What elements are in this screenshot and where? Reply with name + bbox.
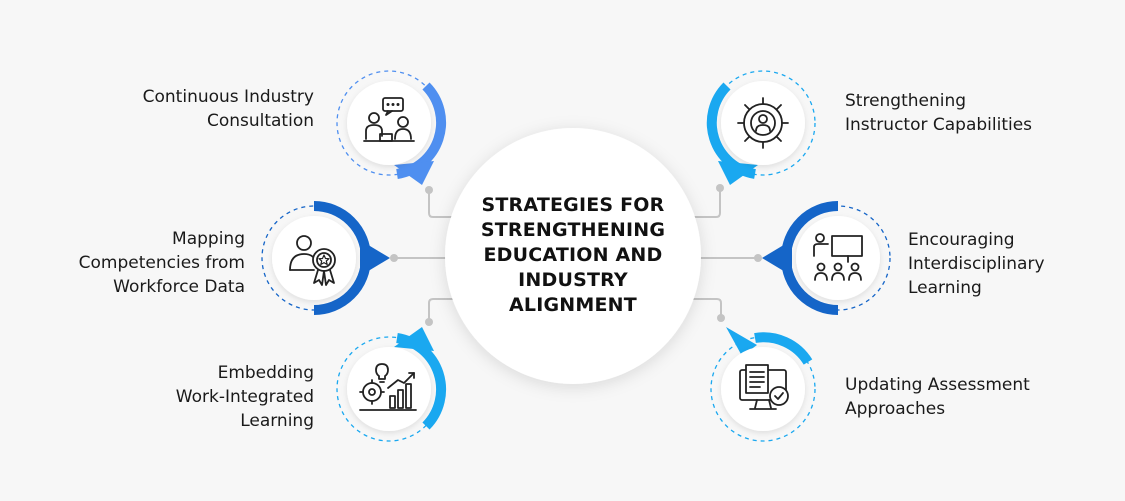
connector-bottom-left	[428, 298, 470, 322]
diagram-title: STRATEGIES FOR STRENGTHENING EDUCATION A…	[448, 160, 698, 350]
connectors	[394, 188, 758, 322]
node-consultation	[336, 70, 447, 185]
node-interdisciplinary	[762, 201, 891, 315]
work-growth-icon	[359, 363, 417, 411]
node-assessment	[710, 327, 816, 442]
title-line: STRATEGIES FOR	[481, 193, 665, 216]
connector-top-right	[680, 188, 721, 218]
instructor-gear-icon	[737, 97, 789, 149]
label-work-integrated: Embedding Work-Integrated Learning	[175, 363, 314, 431]
title-line: STRENGTHENING	[480, 218, 666, 241]
title-line: EDUCATION AND	[483, 243, 663, 266]
label-assessment: Updating Assessment Approaches	[845, 375, 1030, 419]
classroom-icon	[813, 233, 863, 281]
title-line: INDUSTRY	[518, 268, 628, 291]
node-competencies	[261, 201, 390, 315]
connector-bottom-right	[680, 298, 722, 318]
label-instructor: Strengthening Instructor Capabilities	[845, 91, 1033, 135]
label-consultation: Continuous Industry Consultation	[142, 87, 314, 131]
connector-top-left	[428, 190, 470, 218]
label-interdisciplinary: Encouraging Interdisciplinary Learning	[908, 230, 1045, 298]
node-work-integrated	[336, 327, 447, 442]
title-line: ALIGNMENT	[509, 293, 637, 316]
connector-dots	[390, 184, 762, 326]
competency-badge-icon	[289, 235, 336, 286]
center-circle	[445, 128, 701, 384]
consultation-icon	[363, 97, 415, 142]
node-instructor	[706, 70, 816, 185]
assessment-icon	[739, 364, 789, 410]
label-competencies: Mapping Competencies from Workforce Data	[78, 229, 245, 297]
